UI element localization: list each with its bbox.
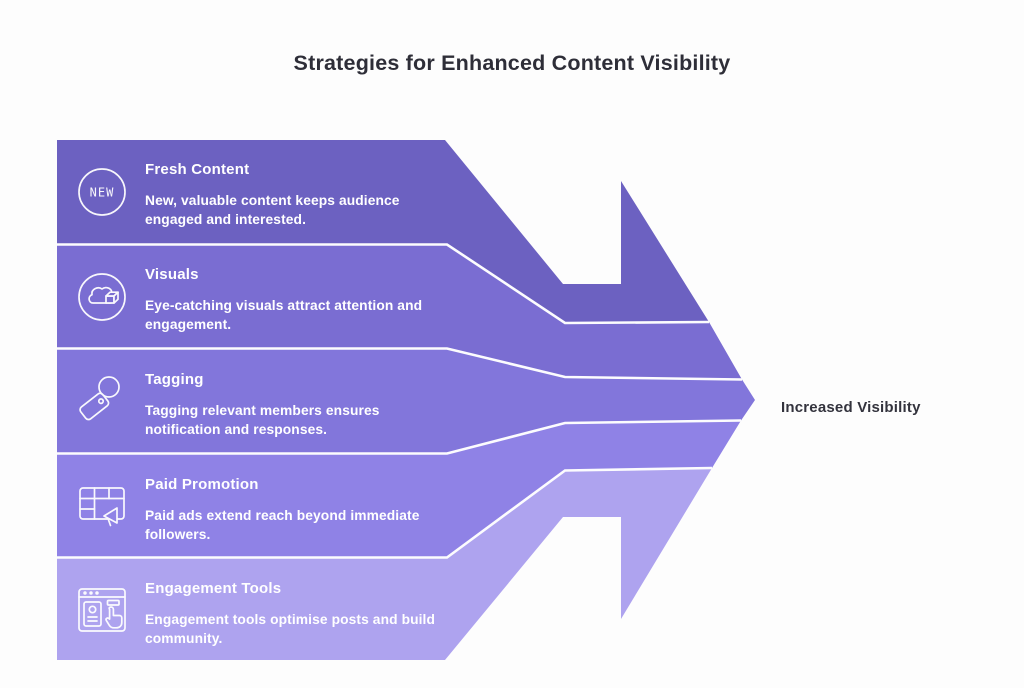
browser-hand-icon bbox=[72, 580, 132, 640]
band-title: Visuals bbox=[145, 266, 199, 283]
band-title: Engagement Tools bbox=[145, 580, 282, 597]
band-body: Eye-catching visuals attract attention a… bbox=[145, 298, 423, 332]
svg-text:NEW: NEW bbox=[90, 186, 115, 200]
band-text-visuals: Visuals Eye-catching visuals attract att… bbox=[145, 266, 457, 334]
band-body: Engagement tools optimise posts and buil… bbox=[145, 612, 436, 646]
band-separators bbox=[57, 243, 743, 559]
new-badge-icon: NEW bbox=[72, 162, 132, 222]
image-cloud-icon bbox=[72, 267, 132, 327]
band-body: Paid ads extend reach beyond immediate f… bbox=[145, 508, 420, 542]
band-title: Paid Promotion bbox=[145, 476, 259, 493]
tag-icon bbox=[72, 370, 132, 430]
band-body: Tagging relevant members ensures notific… bbox=[145, 403, 380, 437]
band-text-engagement-tools: Engagement Tools Engagement tools optimi… bbox=[145, 580, 457, 648]
band-text-fresh-content: Fresh Content New, valuable content keep… bbox=[145, 161, 457, 229]
megaphone-table-icon bbox=[72, 475, 132, 535]
band-shape-fresh-content bbox=[57, 140, 709, 323]
band-body: New, valuable content keeps audience eng… bbox=[145, 193, 400, 227]
band-shape-visuals bbox=[57, 244, 742, 380]
band-title: Fresh Content bbox=[145, 161, 250, 178]
band-text-tagging: Tagging Tagging relevant members ensures… bbox=[145, 371, 457, 439]
page-title: Strategies for Enhanced Content Visibili… bbox=[293, 51, 731, 75]
band-shape-engagement-tools bbox=[57, 468, 712, 660]
band-shape-tagging bbox=[57, 348, 755, 454]
increased-visibility-label: Increased Visibility bbox=[781, 399, 921, 416]
band-text-paid-promotion: Paid Promotion Paid ads extend reach bey… bbox=[145, 476, 457, 544]
band-title: Tagging bbox=[145, 371, 204, 388]
